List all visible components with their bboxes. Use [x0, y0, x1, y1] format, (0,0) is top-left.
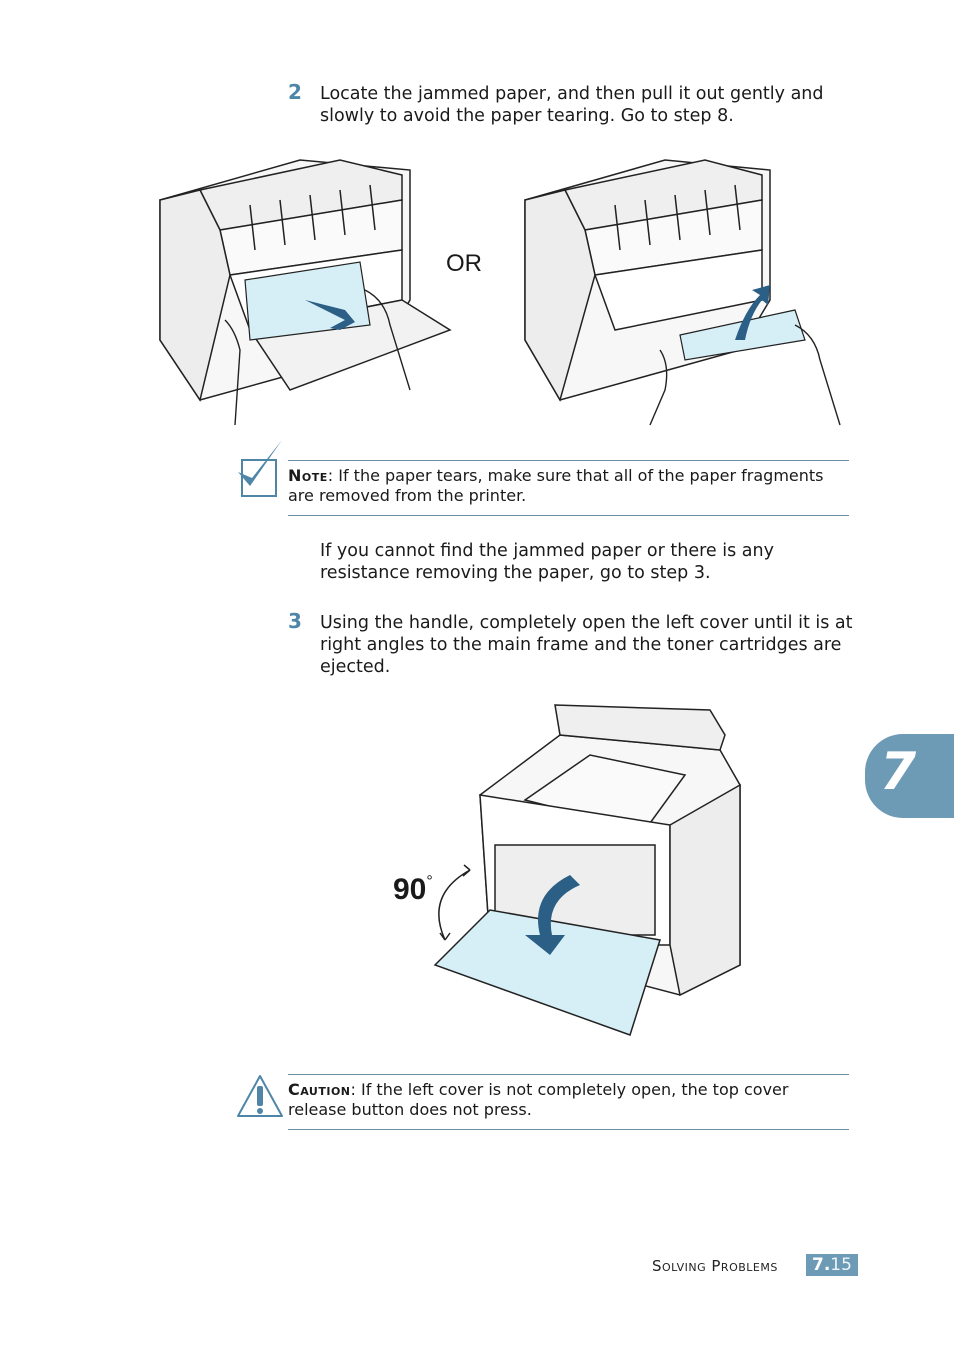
or-label: OR [446, 250, 482, 277]
page-number: 7.15 [806, 1254, 858, 1276]
chapter-number: 7 [880, 742, 917, 802]
note-block: Note: If the paper tears, make sure that… [288, 466, 848, 506]
angle-arc-icon [438, 869, 471, 941]
note-top-rule [288, 460, 849, 461]
note-text: : If the paper tears, make sure that all… [288, 466, 824, 505]
step-2-number: 2 [288, 80, 302, 104]
caution-text: : If the left cover is not completely op… [288, 1080, 789, 1119]
left-cover-image [433, 909, 661, 1036]
page-value: 15 [830, 1255, 852, 1275]
checkmark-note-icon [238, 440, 282, 497]
continuation-text: If you cannot find the jammed paper or t… [320, 541, 774, 583]
caution-label: Caution [288, 1080, 351, 1099]
warning-exclamation-icon [237, 1075, 283, 1117]
page-chapter: 7. [812, 1255, 831, 1275]
caution-top-rule [288, 1074, 849, 1075]
printer-right-image [524, 159, 771, 402]
angle-value: 90 [393, 873, 427, 906]
caution-block: Caution: If the left cover is not comple… [288, 1080, 848, 1120]
note-bottom-rule [288, 515, 849, 516]
open-cover-illustration [433, 704, 741, 1036]
chapter-tab [865, 734, 954, 818]
step-3-text: Using the handle, completely open the le… [320, 613, 853, 677]
caution-bottom-rule [288, 1129, 849, 1130]
angle-label: 90° [393, 873, 433, 907]
step-3-number: 3 [288, 609, 302, 633]
note-label: Note [288, 466, 328, 485]
step-2-text: Locate the jammed paper, and then pull i… [320, 84, 824, 126]
footer-section: Solving Problems [652, 1257, 778, 1275]
paper-jam-illustration [159, 159, 841, 426]
angle-unit: ° [426, 873, 433, 890]
